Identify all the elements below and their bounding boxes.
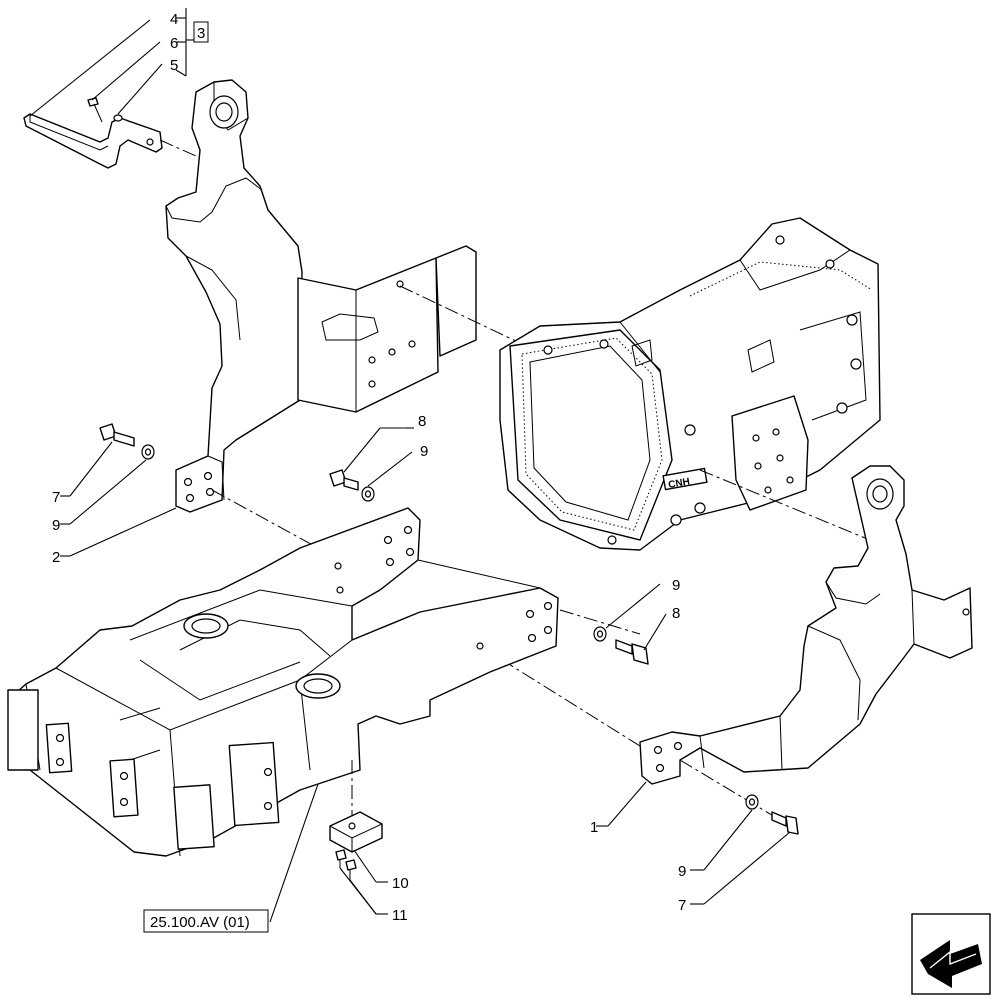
callout-9-left: 9: [52, 517, 60, 534]
transmission-housing: [499, 217, 881, 551]
callout-6: 6: [170, 35, 178, 52]
callout-9-right: 9: [672, 577, 680, 594]
callout-9-upper: 9: [420, 443, 428, 460]
centerline-small-bracket: [159, 139, 206, 161]
callout-5: 5: [170, 57, 178, 74]
right-support-arm-part-1: [639, 465, 973, 785]
washer-part-9-right: [593, 626, 607, 642]
leader-lines: [29, 8, 791, 923]
bolt-part-8-left: [329, 469, 359, 491]
left-mounting-plate: [297, 245, 477, 413]
arrow-back-icon[interactable]: [911, 913, 991, 995]
callout-10: 10: [392, 875, 409, 892]
centerline-housing-right: [699, 469, 871, 541]
callout-3: 3: [197, 25, 205, 42]
callout-3-box: [193, 21, 209, 43]
callout-4: 4: [170, 11, 178, 28]
casting-logo-text: CNH: [667, 476, 690, 491]
front-frame-assembly: [7, 507, 559, 857]
callout-7-left: 7: [52, 489, 60, 506]
centerline-right-lower-bolts: [679, 759, 781, 821]
small-bracket-part-3: [23, 113, 163, 169]
left-support-arm-part-2: [165, 79, 303, 513]
washer-part-9-right-lower: [745, 794, 759, 810]
callout-2: 2: [52, 549, 60, 566]
callout-8-right: 8: [672, 605, 680, 622]
small-bolt-part-4: [87, 97, 103, 123]
callout-labels: 4 6 5 3 8 9 7 9 2 9 8 1 9 7 10 11: [52, 11, 704, 924]
centerline-left-plate: [399, 285, 561, 363]
bolt-part-8-right: [615, 639, 649, 665]
screw-part-11-a: [335, 849, 347, 868]
callout-9-lower: 9: [678, 863, 686, 880]
plate-part-10: [329, 811, 383, 853]
bolt-part-7-left: [99, 423, 135, 447]
bolt-part-7-right: [771, 811, 799, 835]
centerline-right-bolts: [559, 609, 641, 635]
callout-1: 1: [590, 819, 598, 836]
callout-7-lower: 7: [678, 897, 686, 914]
washer-part-9-left: [141, 444, 155, 460]
reference-link-25-100-av[interactable]: 25.100.AV (01): [143, 909, 269, 933]
callout-11: 11: [392, 907, 408, 924]
washer-part-9-left-lower: [361, 486, 375, 502]
small-washer-part-5: [113, 114, 123, 122]
callout-8-upper: 8: [418, 413, 426, 430]
reference-label[interactable]: 25.100.AV (01): [150, 914, 250, 931]
screw-part-11-b: [345, 859, 357, 880]
